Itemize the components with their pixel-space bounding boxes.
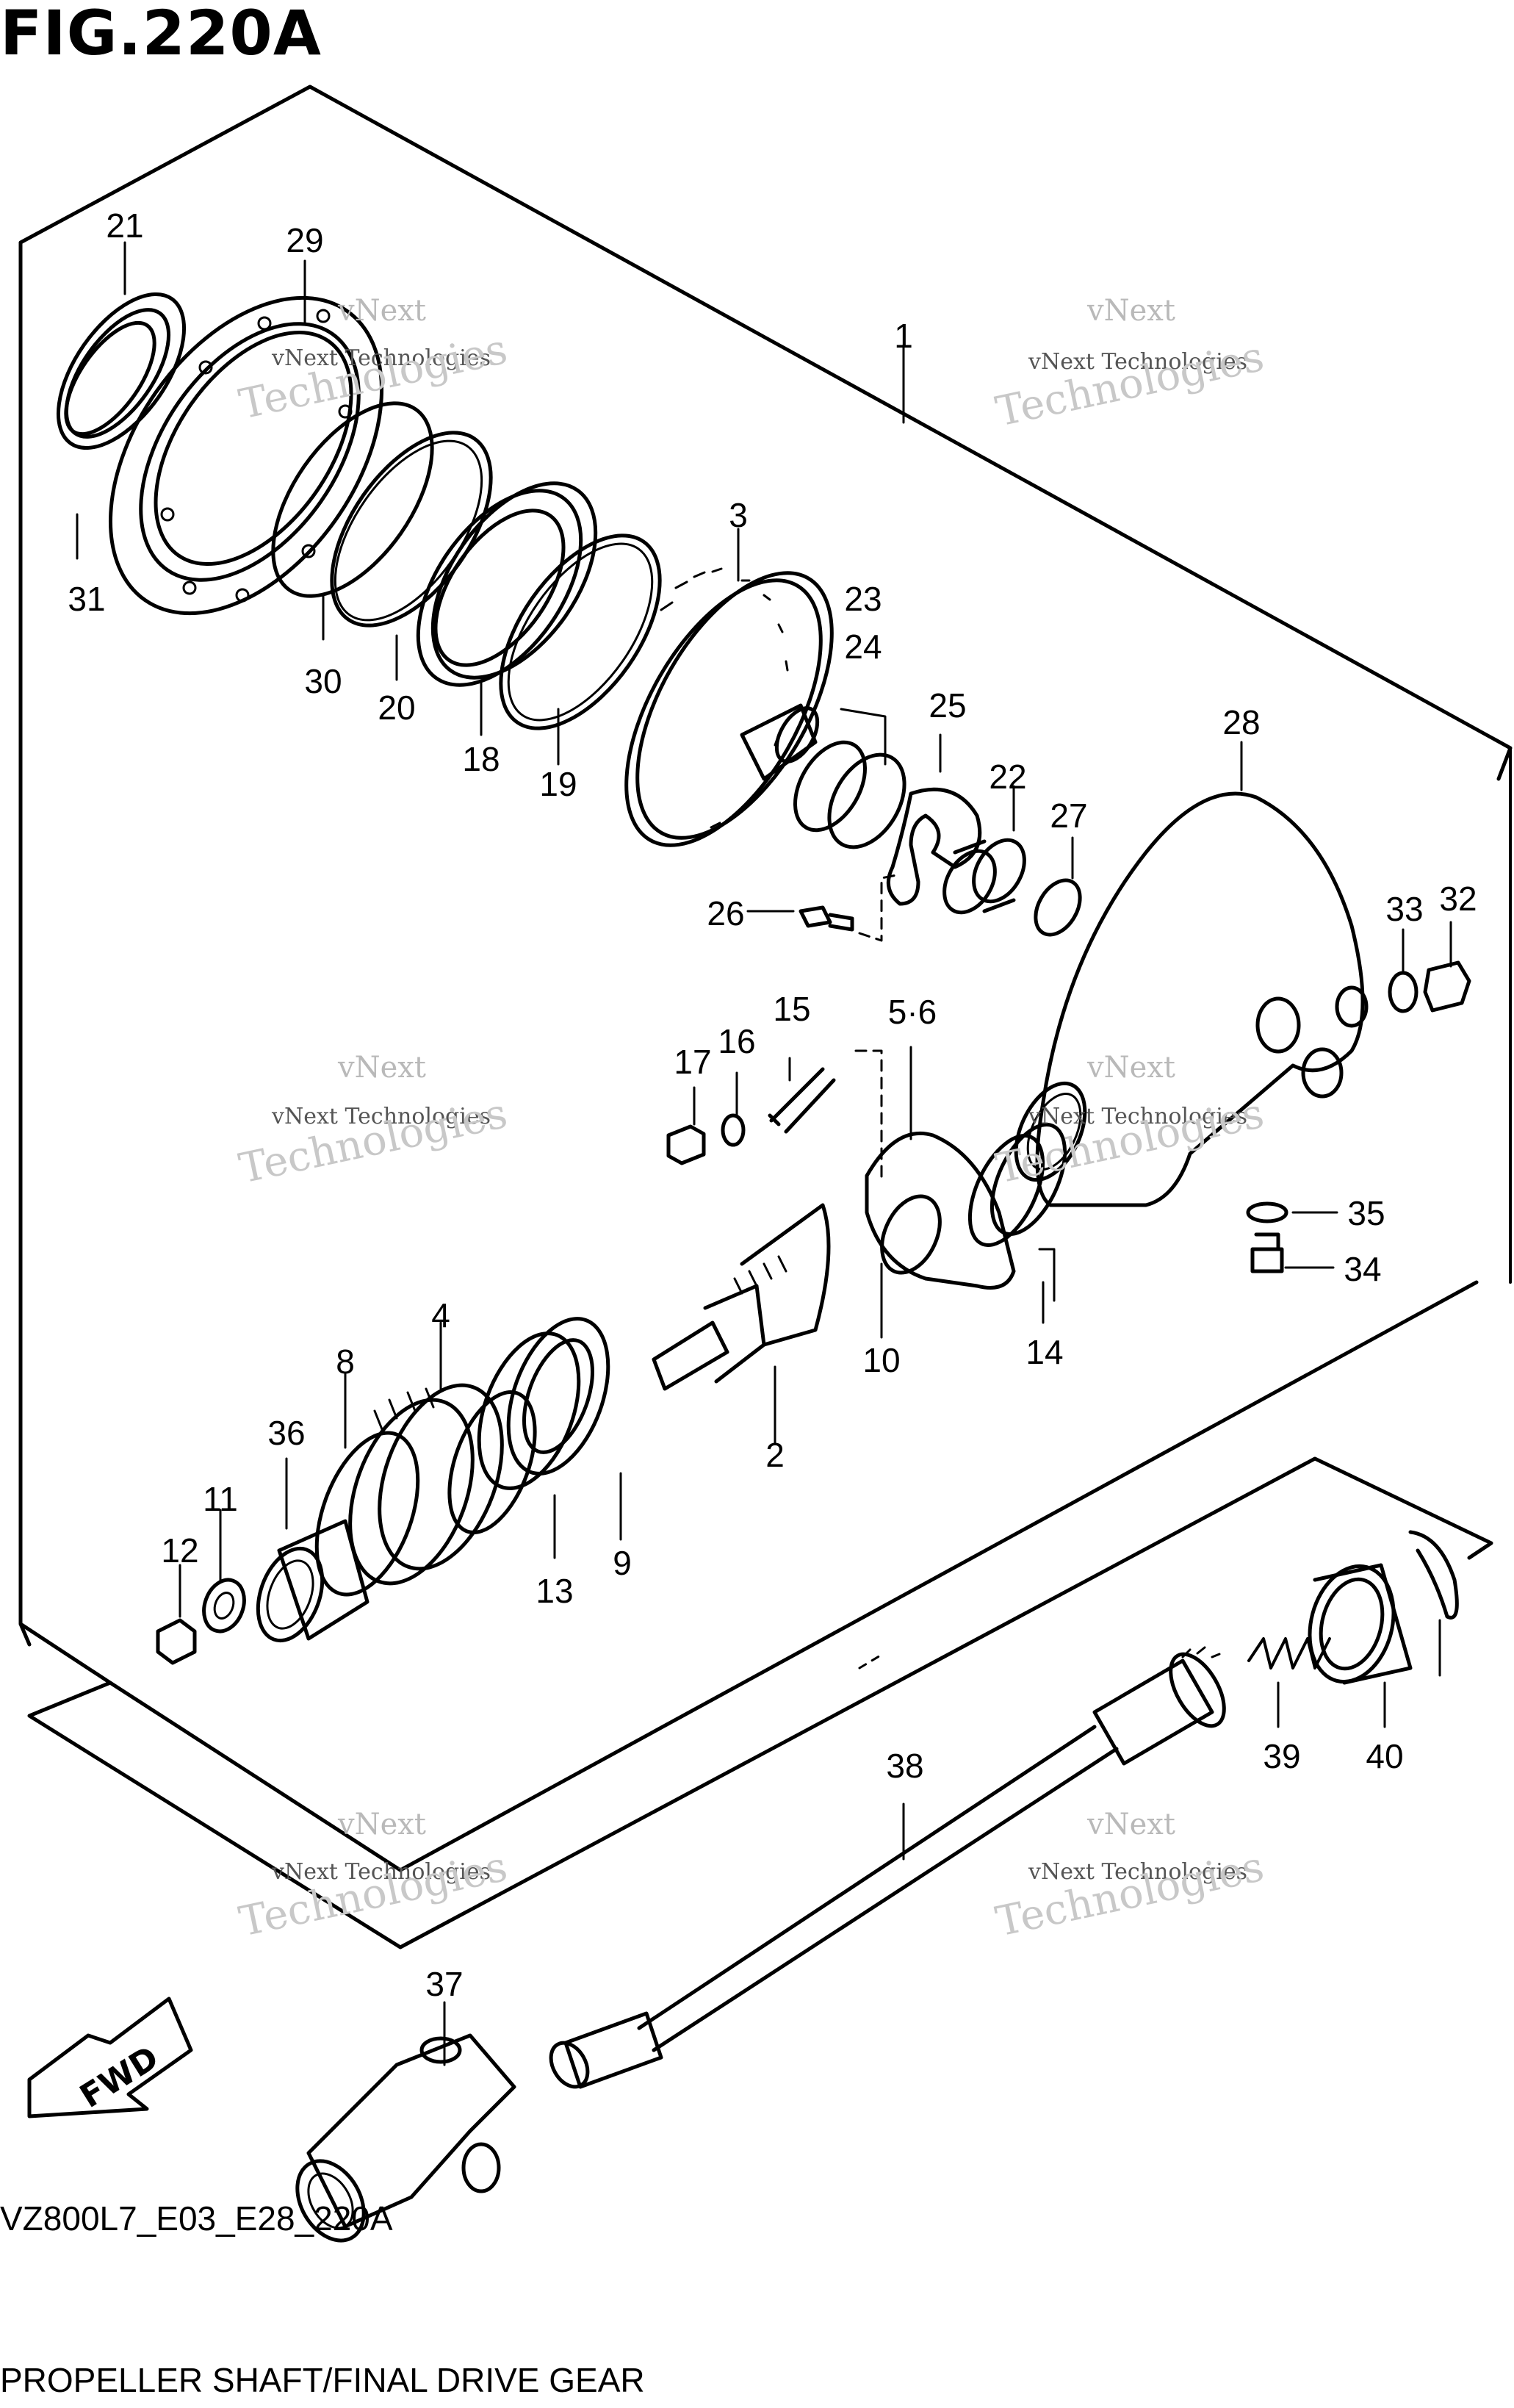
callout-35: 36 xyxy=(267,1414,306,1452)
callout-18: 19 xyxy=(539,765,577,803)
callout-27: 28 xyxy=(1222,703,1261,741)
watermark-mid-left: vNext vNext Technologies Technologies xyxy=(235,1051,512,1193)
washer-32 xyxy=(1388,971,1419,1013)
shaft-frame xyxy=(27,1456,1493,1949)
callout-15: 16 xyxy=(718,1022,756,1060)
callout-23: 24 xyxy=(844,628,882,666)
bearing-17 xyxy=(416,481,598,687)
callout-8: 9 xyxy=(613,1544,632,1582)
spring-38 xyxy=(1247,1637,1331,1670)
callout-10: 11 xyxy=(203,1480,238,1518)
callout-39: 40 xyxy=(1366,1737,1404,1775)
circlip-40 xyxy=(1408,1530,1459,1620)
assembly-frame xyxy=(18,85,1513,1872)
callout-14: 15 xyxy=(773,990,811,1028)
washer-26 xyxy=(1034,878,1082,937)
callout-12: 13 xyxy=(536,1572,574,1610)
shim-29 xyxy=(271,401,434,598)
stud-14 xyxy=(768,1067,836,1134)
washer-10 xyxy=(202,1578,246,1634)
svg-text:FWD: FWD xyxy=(73,2039,165,2116)
callout-38: 39 xyxy=(1263,1737,1301,1775)
ring-12 xyxy=(447,1390,537,1535)
diagram-name: PROPELLER SHAFT/FINAL DRIVE GEAR xyxy=(0,2361,645,2399)
washer-34 xyxy=(1246,1201,1288,1223)
coupling-35 xyxy=(256,1519,370,1643)
nut-11 xyxy=(156,1618,197,1665)
watermark-mid-right: vNext vNext Technologies Technologies xyxy=(992,1051,1269,1193)
universal-joint-36 xyxy=(295,2033,516,2243)
callout-7: 8 xyxy=(336,1343,355,1381)
callout-25: 26 xyxy=(707,894,745,932)
callout-34: 35 xyxy=(1347,1194,1385,1232)
callout-19: 20 xyxy=(378,689,416,727)
callout-16: 17 xyxy=(674,1043,712,1081)
washer-15 xyxy=(721,1113,746,1147)
watermark-bottom-left: vNext vNext Technologies Technologies xyxy=(235,1808,512,1947)
shim-13a xyxy=(967,1134,1045,1247)
watermark-bottom-right: vNext vNext Technologies Technologies xyxy=(992,1808,1269,1947)
plug-31 xyxy=(1423,960,1471,1013)
leader-lines xyxy=(76,241,1452,2066)
callout-30: 31 xyxy=(68,580,106,618)
callout-13: 14 xyxy=(1025,1333,1064,1371)
watermark-top-right: vNext vNext Technologies Technologies xyxy=(992,294,1269,436)
damper-4 xyxy=(348,1383,504,1586)
bolt-25 xyxy=(799,905,854,932)
diagram-code: VZ800L7_E03_E28_220A xyxy=(0,2199,393,2238)
propeller-shaft-37 xyxy=(549,1646,1226,2089)
callout-32: 33 xyxy=(1385,890,1424,928)
cover-28 xyxy=(108,295,384,616)
callout-11: 12 xyxy=(161,1531,199,1570)
watermark-top-left: vNext vNext Technologies Technologies xyxy=(235,294,512,429)
plug-33 xyxy=(1250,1232,1284,1273)
ring-7 xyxy=(314,1431,420,1597)
cap-39 xyxy=(1308,1563,1413,1685)
callout-5-6: 5·6 xyxy=(887,993,937,1031)
callout-28: 29 xyxy=(286,221,324,259)
callout-22: 23 xyxy=(844,580,882,618)
oil-seal-20 xyxy=(56,292,187,450)
nut-16 xyxy=(666,1124,706,1165)
callout-24: 25 xyxy=(929,686,967,725)
shim-22 xyxy=(793,740,867,833)
callout-21: 22 xyxy=(989,758,1027,796)
gasket-5-6 xyxy=(865,1131,1016,1290)
bearing-21 xyxy=(942,838,1026,915)
callout-9: 10 xyxy=(862,1341,901,1379)
housing-27 xyxy=(1014,791,1369,1207)
callout-20: 21 xyxy=(106,206,144,245)
callout-1: 1 xyxy=(894,317,913,355)
pinion-gear-2 xyxy=(652,1203,831,1391)
callout-37: 38 xyxy=(886,1747,924,1785)
callout-33: 34 xyxy=(1344,1250,1382,1288)
shim-23 xyxy=(827,752,906,849)
callout-17: 18 xyxy=(462,740,500,778)
fwd-label: FWD xyxy=(73,2039,165,2116)
ring-18 xyxy=(499,533,662,730)
callout-26: 27 xyxy=(1050,797,1088,835)
callout-29: 30 xyxy=(304,662,342,700)
ring-gear-3 xyxy=(624,567,834,847)
callout-36: 37 xyxy=(425,1965,464,2003)
callout-31: 32 xyxy=(1439,880,1477,918)
callout-2: 2 xyxy=(765,1436,785,1474)
fwd-arrow-shape xyxy=(27,1997,193,2118)
figure-title: FIG.220A xyxy=(0,0,322,69)
callout-4: 4 xyxy=(431,1296,450,1334)
callout-3: 3 xyxy=(729,496,748,534)
shim-13b xyxy=(989,1123,1067,1236)
retainer-24 xyxy=(886,787,982,906)
